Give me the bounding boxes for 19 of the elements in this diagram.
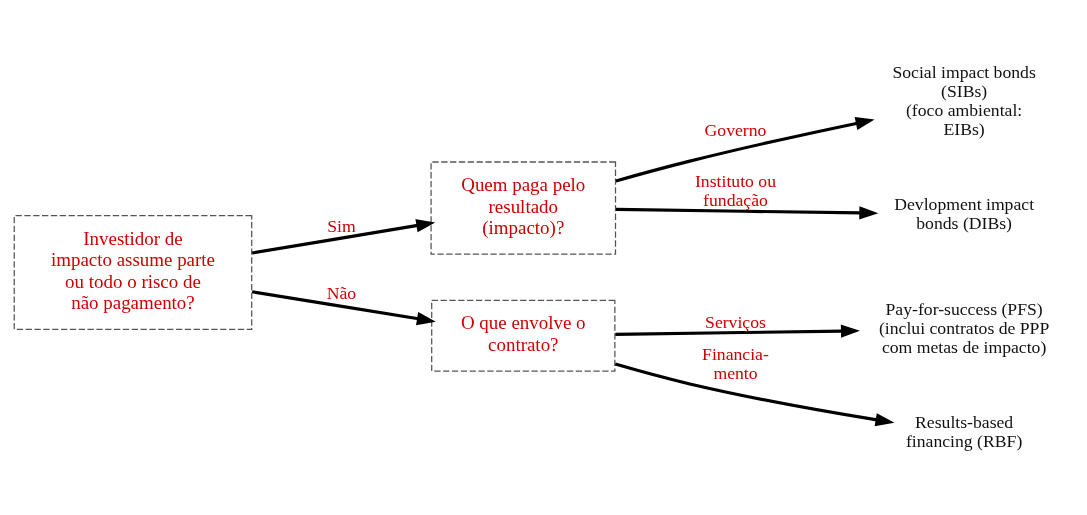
arrow (615, 323, 860, 338)
node-text: Social impact bonds (SIBs) (foco ambiental: EIBs) (892, 61, 1036, 139)
arrow (614, 362, 895, 426)
edge-label: Serviços (705, 311, 766, 332)
arrow (615, 205, 879, 220)
node-box: Investidor de impacto assume parte ou todo o risco de não pagamento? (13, 214, 253, 330)
edge-label: Financia- mento (702, 343, 769, 383)
node-box: Quem paga pelo resultado (impacto)? (430, 160, 617, 255)
edge-label: Governo (704, 119, 767, 140)
node-text: Results-based financing (RBF) (905, 411, 1023, 451)
arrow (251, 289, 436, 325)
node-box: O que envolve o contrato? (431, 299, 616, 372)
edge-label: Sim (327, 215, 356, 236)
node-text: Devlopment impact bonds (DIBs) (894, 193, 1035, 233)
arrow (615, 116, 875, 182)
node-text: Pay-for-success (PFS) (inclui contratos de PPP com metas de impacto) (878, 298, 1050, 357)
edge-label: Instituto ou fundação (695, 170, 776, 210)
edge-label: Não (326, 282, 357, 303)
arrow (251, 218, 436, 254)
